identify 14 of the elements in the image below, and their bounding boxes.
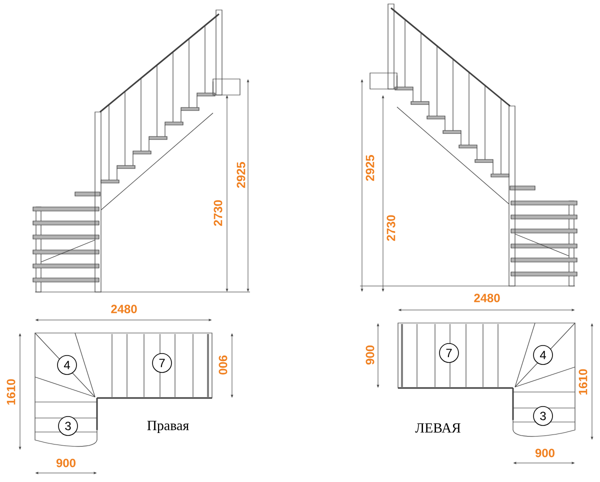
dimension-label: 900 (534, 448, 556, 458)
dimension-label: 2480 (472, 292, 502, 304)
dimension-label: 900 (364, 344, 376, 366)
dimension-label: 1610 (6, 378, 16, 406)
dimension-label: 2730 (386, 214, 396, 242)
dimension-label: 900 (218, 354, 228, 376)
dimension-label: 2925 (364, 154, 376, 182)
dimension-label: 2730 (212, 198, 224, 228)
dimension-label: 1610 (578, 368, 588, 396)
caption-label: ЛЕВАЯ (415, 423, 460, 433)
dimension-label: 900 (55, 458, 77, 468)
dimension-label: 2925 (236, 160, 246, 190)
caption-label: Правая (147, 420, 189, 434)
dimension-label: 2480 (110, 304, 138, 314)
